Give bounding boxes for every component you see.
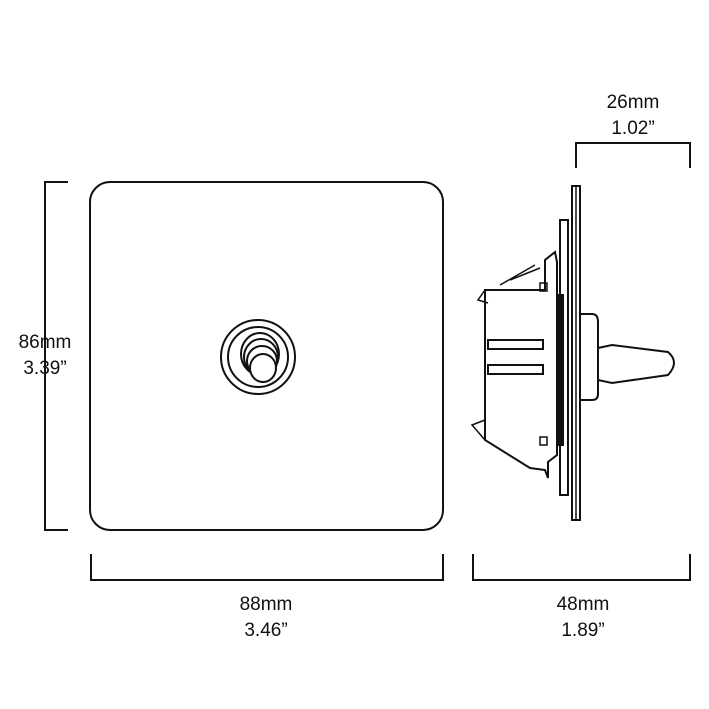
height-metric: 86mm [19, 332, 72, 353]
width-dimension: 88mm 3.46” [90, 554, 444, 641]
height-imperial: 3.39” [23, 358, 66, 379]
protrusion-dimension: 26mm 1.02” [575, 92, 691, 168]
switch-plate-front [89, 181, 444, 531]
toggle-boss [580, 313, 599, 401]
height-dimension: 86mm 3.39” [19, 181, 72, 531]
toggle-front [220, 319, 296, 395]
protrusion-metric: 26mm [607, 92, 660, 113]
depth-metric: 48mm [557, 594, 610, 615]
side-view [470, 185, 675, 521]
width-metric: 88mm [240, 594, 293, 615]
depth-imperial: 1.89” [561, 620, 604, 641]
toggle-lever [597, 343, 675, 385]
front-view [89, 181, 444, 531]
width-imperial: 3.46” [244, 620, 287, 641]
depth-dimension: 48mm 1.89” [472, 554, 691, 641]
protrusion-imperial: 1.02” [611, 118, 654, 139]
